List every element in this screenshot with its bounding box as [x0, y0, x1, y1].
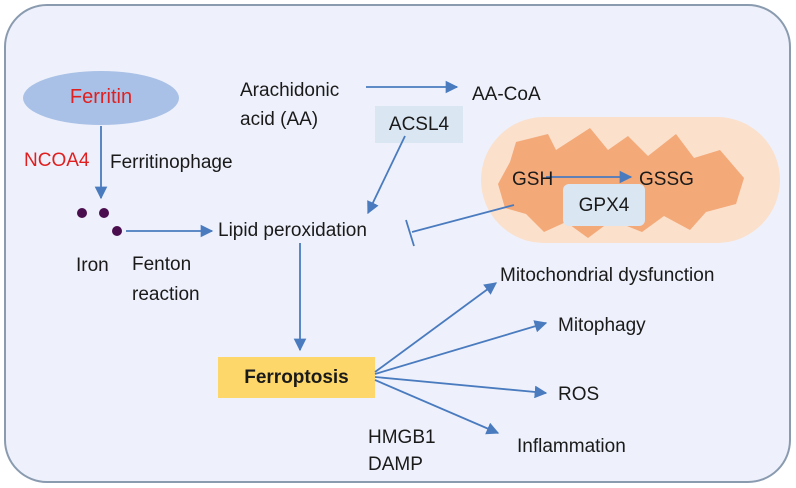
arrow-to-inflammation: [374, 379, 500, 435]
outcome-mitochondrial-dysfunction: Mitochondrial dysfunction: [500, 265, 715, 286]
fenton-reaction-label: Fenton reaction: [132, 254, 200, 305]
arrow-acsl4-to-lipid: [367, 135, 406, 215]
inhibition-gpx4-to-lipid: [405, 204, 515, 247]
gpx4-label: GPX4: [578, 195, 630, 216]
outcome-inflammation: Inflammation: [517, 436, 626, 457]
ncoa4-label: NCOA4: [24, 150, 90, 171]
iron-dot: [99, 208, 109, 218]
iron-dot: [77, 208, 87, 218]
ferritin-label: Ferritin: [69, 86, 133, 108]
arrow-to-ros: [374, 376, 548, 399]
ferroptosis-label: Ferroptosis: [244, 367, 349, 388]
ferroptosis-box: [218, 357, 375, 398]
gssg-label: GSSG: [639, 169, 694, 190]
hmgb1-damp-label: HMGB1 DAMP: [368, 427, 436, 475]
acsl4-box: [375, 106, 463, 143]
acsl4-label: ACSL4: [388, 114, 450, 135]
lipid-peroxidation-label: Lipid peroxidation: [218, 220, 367, 241]
arrow-to-mitochondrial-dysfunction: [374, 282, 498, 373]
gpx4-box: [563, 184, 645, 226]
gsh-label: GSH: [512, 169, 554, 190]
outcome-ros: ROS: [558, 384, 600, 405]
ferritinophage-label: Ferritinophage: [110, 152, 233, 173]
arachidonic-acid-label: Arachidonic acid (AA): [240, 80, 340, 130]
aa-coa-label: AA-CoA: [472, 84, 541, 105]
iron-label: Iron: [76, 255, 109, 276]
arrow-to-mitophagy: [374, 320, 548, 375]
ferritin-ellipse: [23, 71, 179, 125]
outcome-mitophagy: Mitophagy: [558, 315, 646, 336]
iron-dot: [112, 226, 122, 236]
